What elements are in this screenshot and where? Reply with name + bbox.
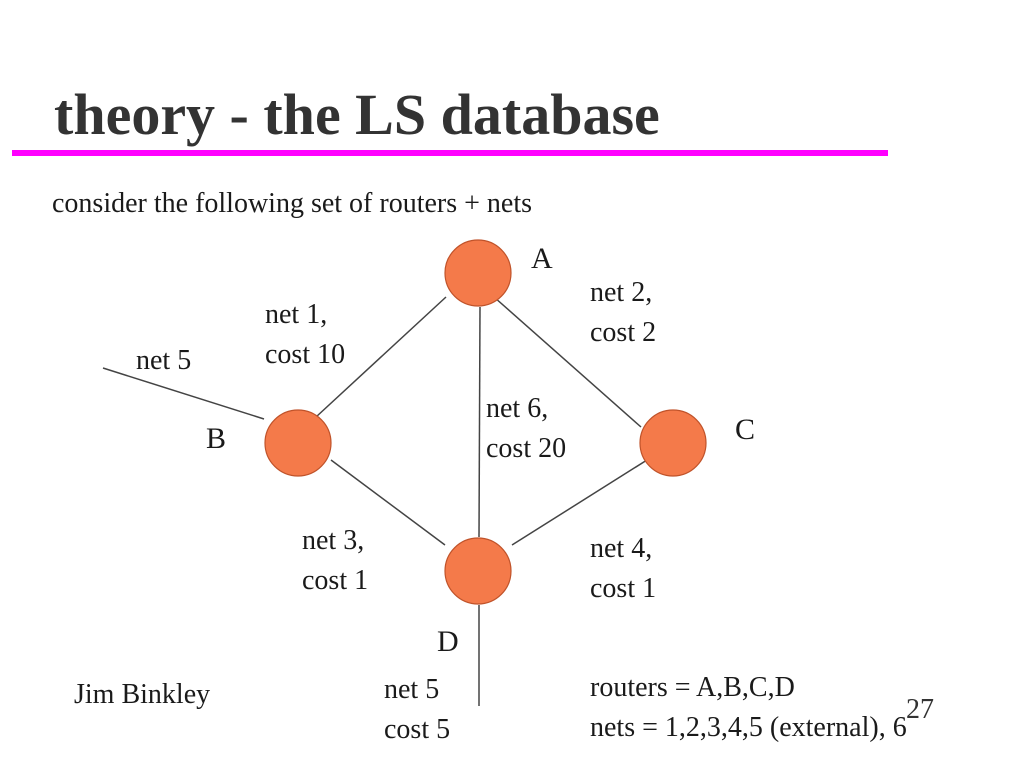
net1-cost: cost 10 — [265, 339, 346, 370]
net2-cost: cost 2 — [590, 317, 657, 348]
link-a-b — [315, 296, 447, 418]
router-c — [639, 409, 707, 477]
net2-label: net 2, cost 2 — [590, 273, 656, 353]
net6-label: net 6, cost 20 — [486, 389, 566, 469]
router-b-label: B — [206, 422, 227, 455]
net3-name: net 3, — [302, 525, 365, 556]
router-c-label: C — [735, 413, 756, 446]
net4-name: net 4, — [590, 533, 653, 564]
net4-label: net 4, cost 1 — [590, 529, 656, 609]
link-a-d — [478, 306, 481, 538]
net6-cost: cost 20 — [486, 433, 567, 464]
net5-b-label: net 5 — [136, 345, 192, 376]
link-b-d — [330, 459, 446, 546]
link-a-c — [493, 296, 642, 428]
net4-cost: cost 1 — [590, 573, 657, 604]
net3-cost: cost 1 — [302, 565, 369, 596]
slide-subtitle: consider the following set of routers + … — [52, 188, 533, 219]
net3-label: net 3, cost 1 — [302, 521, 368, 601]
summary-block: routers = A,B,C,D nets = 1,2,3,4,5 (exte… — [590, 668, 907, 748]
link-b-external — [102, 367, 265, 420]
summary-nets: nets = 1,2,3,4,5 (external), 6 — [590, 712, 907, 743]
net2-name: net 2, — [590, 277, 653, 308]
slide-title: theory - the LS database — [54, 82, 660, 147]
router-d-label: D — [437, 625, 459, 658]
page-number: 27 — [906, 694, 934, 725]
net6-name: net 6, — [486, 393, 549, 424]
summary-routers: routers = A,B,C,D — [590, 672, 795, 703]
link-d-c — [511, 459, 648, 546]
net5-d-name: net 5 — [384, 674, 440, 705]
net5-d-cost: cost 5 — [384, 714, 451, 745]
net5-d-label: net 5 cost 5 — [384, 670, 450, 750]
router-a — [444, 239, 512, 307]
author-footer: Jim Binkley — [74, 679, 211, 710]
title-underline — [12, 150, 888, 156]
net1-name: net 1, — [265, 299, 328, 330]
router-d — [444, 537, 512, 605]
router-b — [264, 409, 332, 477]
router-a-label: A — [531, 242, 553, 275]
net1-label: net 1, cost 10 — [265, 295, 345, 375]
